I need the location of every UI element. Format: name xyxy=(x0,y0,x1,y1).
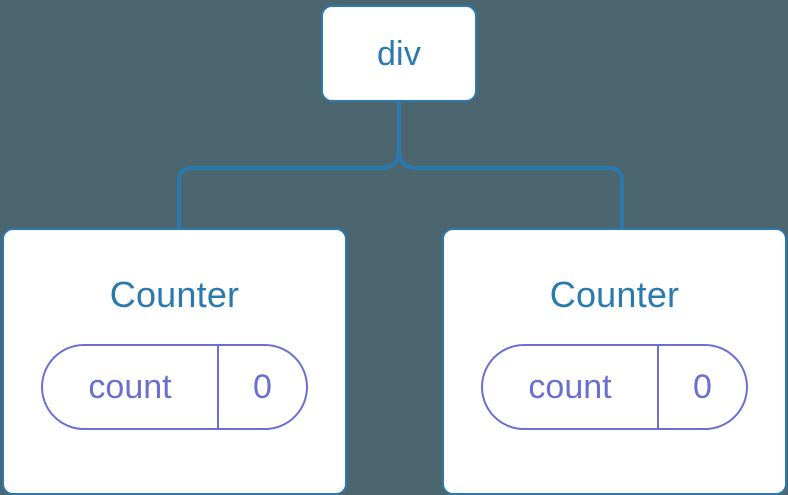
tree-node-counter-0-label: Counter xyxy=(109,274,240,315)
tree-node-counter-1-label: Counter xyxy=(549,274,680,315)
tree-node-div[interactable]: div xyxy=(321,5,477,102)
state-value-counter-1: 0 xyxy=(693,368,712,406)
connector-branch-right xyxy=(397,151,624,230)
tree-node-counter-1[interactable]: Counter count 0 xyxy=(442,228,787,495)
tree-node-counter-0[interactable]: Counter count 0 xyxy=(2,228,347,495)
state-pill-counter-1[interactable]: count 0 xyxy=(481,344,748,430)
connector-branch-left xyxy=(177,151,401,230)
tree-node-div-label: div xyxy=(376,34,422,73)
state-key-counter-0: count xyxy=(43,346,219,428)
state-pill-counter-0[interactable]: count 0 xyxy=(41,344,308,430)
state-value-counter-0: 0 xyxy=(253,368,272,406)
state-key-counter-1: count xyxy=(483,346,659,428)
